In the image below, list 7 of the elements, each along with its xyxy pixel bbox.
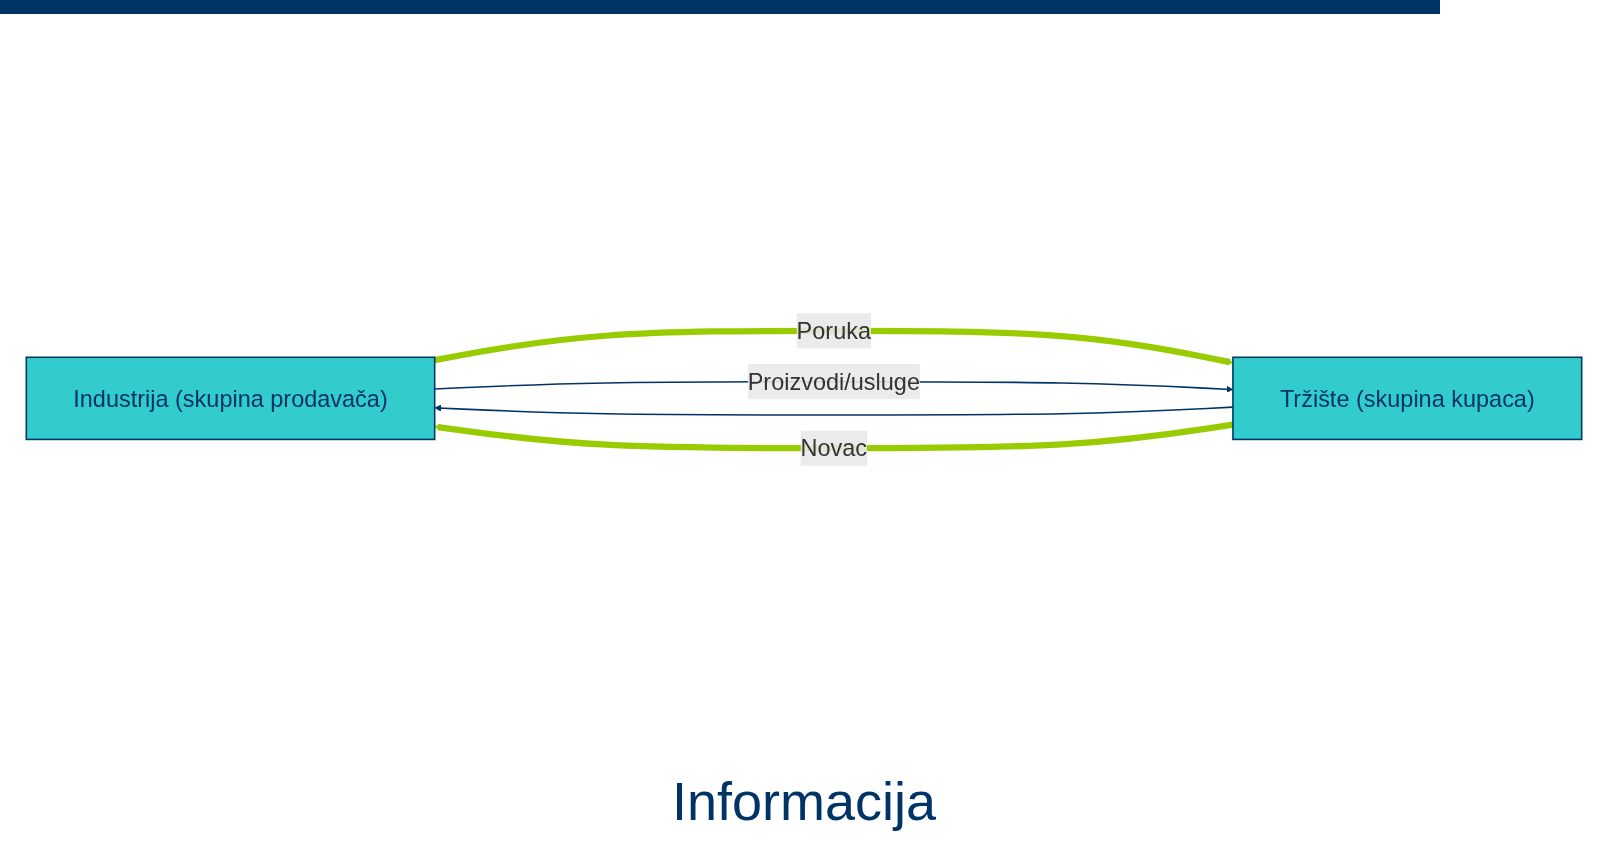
edge-label: Poruka <box>796 318 872 345</box>
arrow <box>434 328 1234 366</box>
edge-label: Proizvodi/usluge <box>747 369 920 396</box>
edge-label: Novac <box>800 435 868 462</box>
node-box: Industrija (skupina prodavača) <box>25 356 436 441</box>
note-text: Informacija <box>671 770 937 832</box>
node-box: Tržište (skupina kupaca) <box>1232 356 1583 441</box>
